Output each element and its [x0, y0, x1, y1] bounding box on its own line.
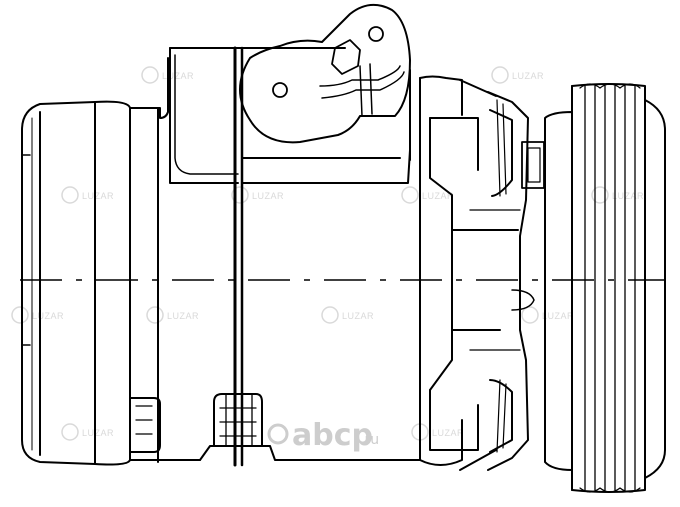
watermark-layer: LUZAR LUZAR LUZAR LUZAR LUZAR LUZAR LUZA… — [11, 66, 644, 441]
svg-text:LUZAR: LUZAR — [422, 191, 454, 201]
svg-text:LUZAR: LUZAR — [162, 71, 194, 81]
brand-mark-icon — [267, 423, 289, 445]
watermark-logo: LUZAR — [521, 306, 574, 324]
front-ribs — [469, 91, 535, 471]
brand-name: abcp — [292, 418, 373, 453]
brand-watermark: abcp .ru — [267, 418, 379, 453]
watermark-logo: LUZAR — [231, 186, 284, 204]
watermark-logo: LUZAR — [321, 306, 374, 324]
svg-text:LUZAR: LUZAR — [512, 71, 544, 81]
port-cap — [239, 3, 411, 144]
watermark-logo: LUZAR — [401, 186, 454, 204]
svg-text:LUZAR: LUZAR — [252, 191, 284, 201]
watermark-logo: LUZAR — [491, 66, 544, 84]
rear-housing — [21, 100, 131, 466]
brand-tld: .ru — [360, 432, 379, 448]
watermark-logo: LUZAR — [11, 306, 64, 324]
pulley — [544, 83, 666, 493]
main-body — [129, 57, 421, 463]
svg-text:LUZAR: LUZAR — [342, 311, 374, 321]
clutch-connector — [521, 141, 545, 189]
svg-text:LUZAR: LUZAR — [32, 311, 64, 321]
svg-text:LUZAR: LUZAR — [432, 428, 464, 438]
front-housing — [419, 75, 519, 471]
watermark-logo: LUZAR — [141, 66, 194, 84]
svg-text:LUZAR: LUZAR — [612, 191, 644, 201]
svg-text:LUZAR: LUZAR — [167, 311, 199, 321]
svg-text:LUZAR: LUZAR — [82, 191, 114, 201]
compressor-outline — [21, 3, 666, 493]
watermark-logo: LUZAR — [146, 306, 199, 324]
mount-lug-left — [129, 397, 161, 453]
svg-text:LUZAR: LUZAR — [542, 311, 574, 321]
watermark-logo: LUZAR — [61, 186, 114, 204]
watermark-logo: LUZAR — [61, 423, 114, 441]
watermark-logo: LUZAR — [591, 186, 644, 204]
svg-text:LUZAR: LUZAR — [82, 428, 114, 438]
mount-lug-right — [213, 393, 263, 447]
top-manifold — [169, 46, 411, 467]
